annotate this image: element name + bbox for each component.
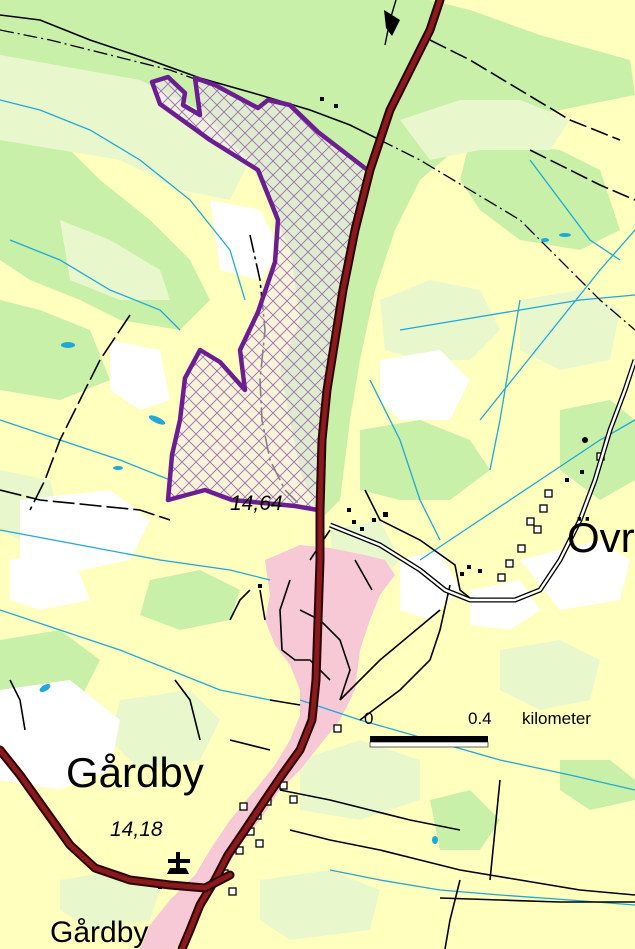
meadow-areas [0, 55, 620, 940]
main-road [177, 0, 445, 949]
open-clearings [0, 200, 630, 790]
scale-unit-label: kilometer [522, 709, 591, 728]
secondary-road [0, 745, 235, 893]
place-name-ovra: Övr [567, 514, 635, 561]
water-features [39, 233, 571, 844]
place-name-gardby-small: Gårdby [50, 916, 148, 949]
built-up-area [140, 545, 395, 949]
elevation-label-north: 14,64 [230, 492, 283, 515]
direction-arrow-icon [384, 10, 400, 36]
scale-bar: 0 0.4 kilometer [364, 709, 591, 748]
scale-start-label: 0 [364, 709, 373, 728]
protected-area-hatch [149, 74, 373, 513]
elevation-label-south: 14,18 [110, 818, 163, 841]
church-cross-base [167, 868, 189, 874]
place-name-gardby: Gårdby [66, 749, 204, 796]
scale-end-label: 0.4 [468, 709, 492, 728]
minor-road [329, 359, 635, 603]
